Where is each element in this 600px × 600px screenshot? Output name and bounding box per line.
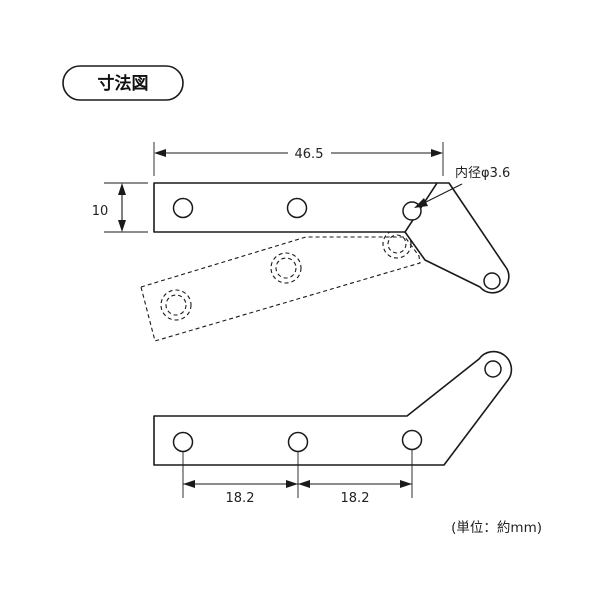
hole-diameter-callout: 内径φ3.6 bbox=[414, 165, 510, 208]
unit-note: (単位：約mm) bbox=[451, 520, 542, 536]
width-dimension: 10 bbox=[92, 182, 148, 233]
hinge-plate-bottom bbox=[153, 350, 513, 466]
pivot-hole bbox=[483, 272, 501, 290]
pitch-dimension: 18.2 18.2 bbox=[182, 450, 413, 506]
pitch-label-2: 18.2 bbox=[341, 491, 370, 506]
hinge-arm bbox=[404, 182, 510, 294]
pivot-hole-bottom bbox=[484, 360, 502, 378]
length-dimension: 46.5 bbox=[153, 142, 444, 176]
hole-diameter-label: 内径φ3.6 bbox=[455, 165, 510, 181]
pitch-label-1: 18.2 bbox=[226, 491, 255, 506]
screw-hole-1 bbox=[172, 197, 194, 219]
screw-hole-2 bbox=[286, 197, 308, 219]
width-label: 10 bbox=[92, 204, 109, 219]
screw-hole-b1 bbox=[172, 431, 194, 453]
folded-plate-outline bbox=[140, 229, 421, 342]
screw-hole-b3 bbox=[401, 429, 423, 451]
screw-hole-b2 bbox=[287, 431, 309, 453]
length-label: 46.5 bbox=[295, 147, 324, 162]
page-title: 寸法図 bbox=[98, 73, 149, 94]
title-badge: 寸法図 bbox=[62, 65, 184, 101]
